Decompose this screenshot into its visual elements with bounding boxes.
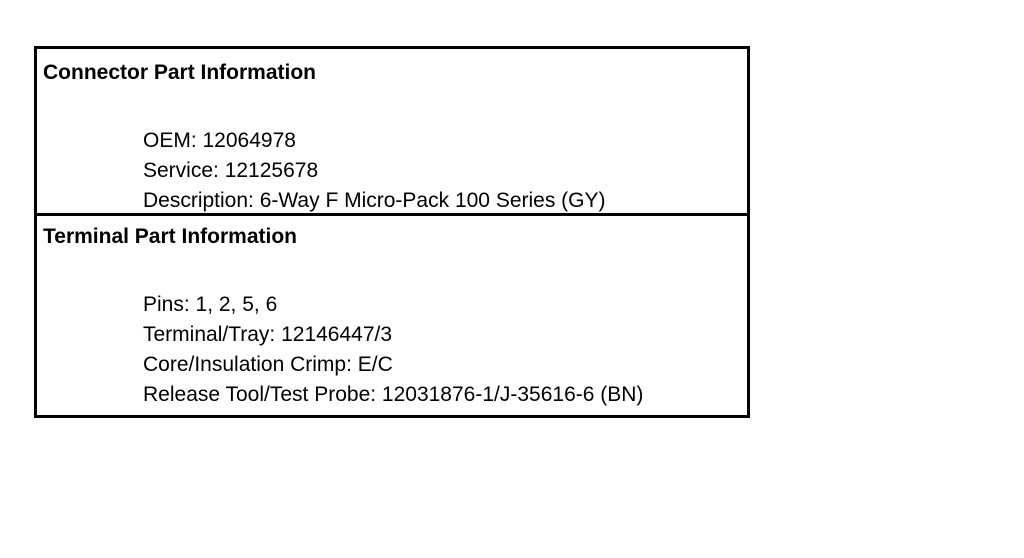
connector-details: OEM: 12064978 Service: 12125678 Descript… bbox=[143, 126, 606, 216]
connector-section-title: Connector Part Information bbox=[43, 61, 317, 84]
connector-part-section: Connector Part Information OEM: 12064978… bbox=[37, 49, 747, 216]
part-information-table: Connector Part Information OEM: 12064978… bbox=[34, 46, 750, 418]
terminal-details: Pins: 1, 2, 5, 6 Terminal/Tray: 12146447… bbox=[143, 290, 643, 410]
terminal-crimp: Core/Insulation Crimp: E/C bbox=[143, 353, 393, 376]
terminal-part-section: Terminal Part Information Pins: 1, 2, 5,… bbox=[37, 216, 747, 415]
terminal-release-tool: Release Tool/Test Probe: 12031876-1/J-35… bbox=[143, 383, 644, 406]
connector-oem: OEM: 12064978 bbox=[143, 129, 296, 152]
connector-description: Description: 6-Way F Micro-Pack 100 Seri… bbox=[143, 189, 606, 212]
terminal-section-title: Terminal Part Information bbox=[43, 225, 297, 248]
terminal-tray: Terminal/Tray: 12146447/3 bbox=[143, 323, 393, 346]
terminal-pins: Pins: 1, 2, 5, 6 bbox=[143, 293, 278, 316]
connector-service: Service: 12125678 bbox=[143, 159, 319, 182]
